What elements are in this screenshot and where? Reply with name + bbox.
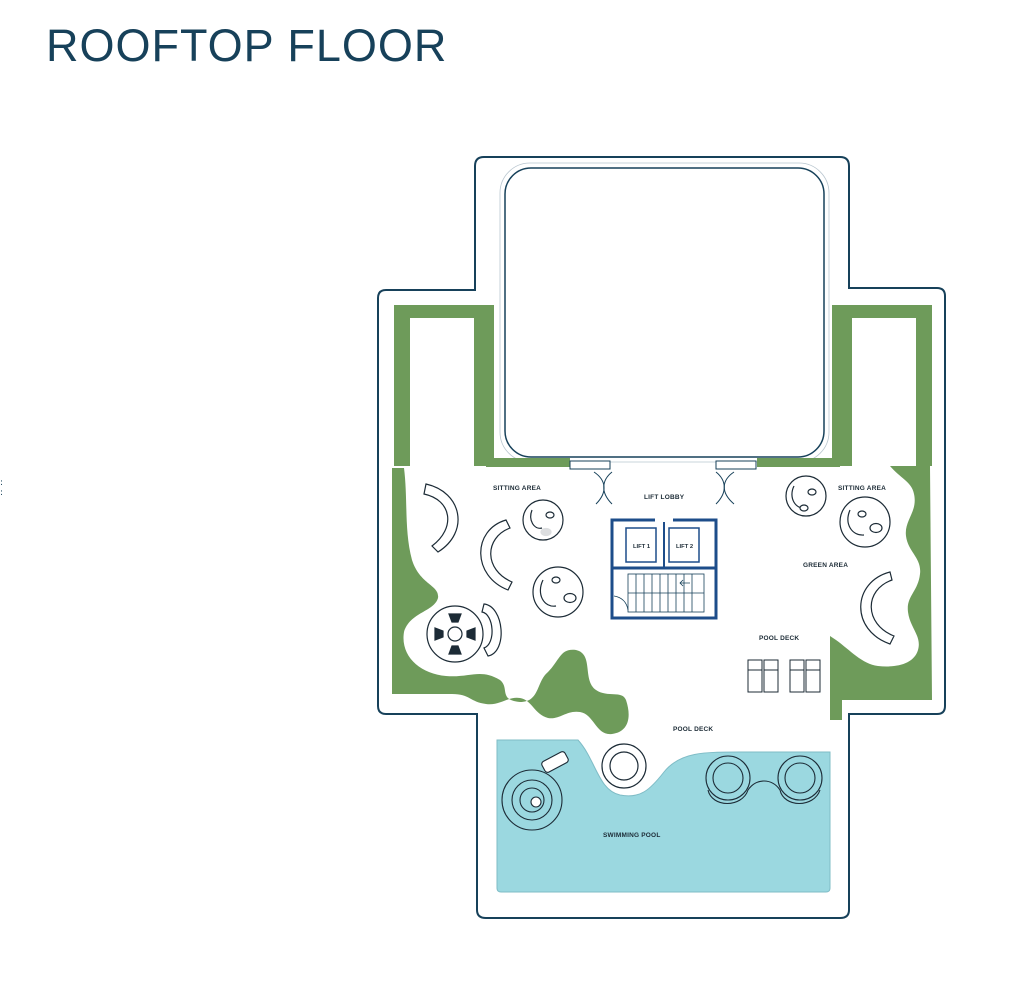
lift-2-car (668, 527, 700, 563)
planter-upper-right (832, 305, 932, 466)
round-table-set (785, 475, 827, 517)
planter-upper-left (394, 305, 494, 466)
sun-loungers (747, 659, 821, 693)
pool-deck-planter (601, 743, 647, 789)
curved-bench (481, 603, 502, 657)
planter-roof-strip-right (757, 458, 840, 467)
lift-1-car (625, 527, 657, 563)
label-lift-lobby: LIFT LOBBY (644, 494, 685, 501)
label-sitting-area-left: SITTING AREA (493, 485, 541, 492)
curved-bench (860, 571, 895, 645)
stair (613, 573, 705, 613)
label-lift-1: LIFT 1 (633, 544, 651, 550)
dining-table-set (426, 605, 484, 663)
page-title: ROOFTOP FLOOR (46, 20, 448, 71)
round-table-set (532, 566, 584, 618)
label-lift-2: LIFT 2 (676, 544, 693, 550)
planter-roof-strip-left (486, 458, 570, 467)
label-pool-deck-lower: POOL DECK (673, 726, 713, 733)
round-table-set (839, 496, 891, 548)
roof-block (504, 167, 825, 458)
lift-lobby-screens (569, 460, 757, 505)
label-swimming-pool: SWIMMING POOL (603, 832, 661, 839)
garden-right (830, 466, 932, 720)
garden-left (392, 468, 629, 735)
curved-bench (480, 519, 513, 591)
curved-bench (423, 483, 459, 553)
round-table-set (522, 499, 564, 541)
roof-block-outer (499, 162, 830, 463)
label-green-area: GREEN AREA (803, 562, 848, 569)
page-edge-marks: :: (0, 478, 4, 498)
pool-spa-seats (705, 755, 823, 804)
label-pool-deck-upper: POOL DECK (759, 635, 799, 642)
pool-round-lounger (501, 751, 569, 831)
label-sitting-area-right: SITTING AREA (838, 485, 886, 492)
